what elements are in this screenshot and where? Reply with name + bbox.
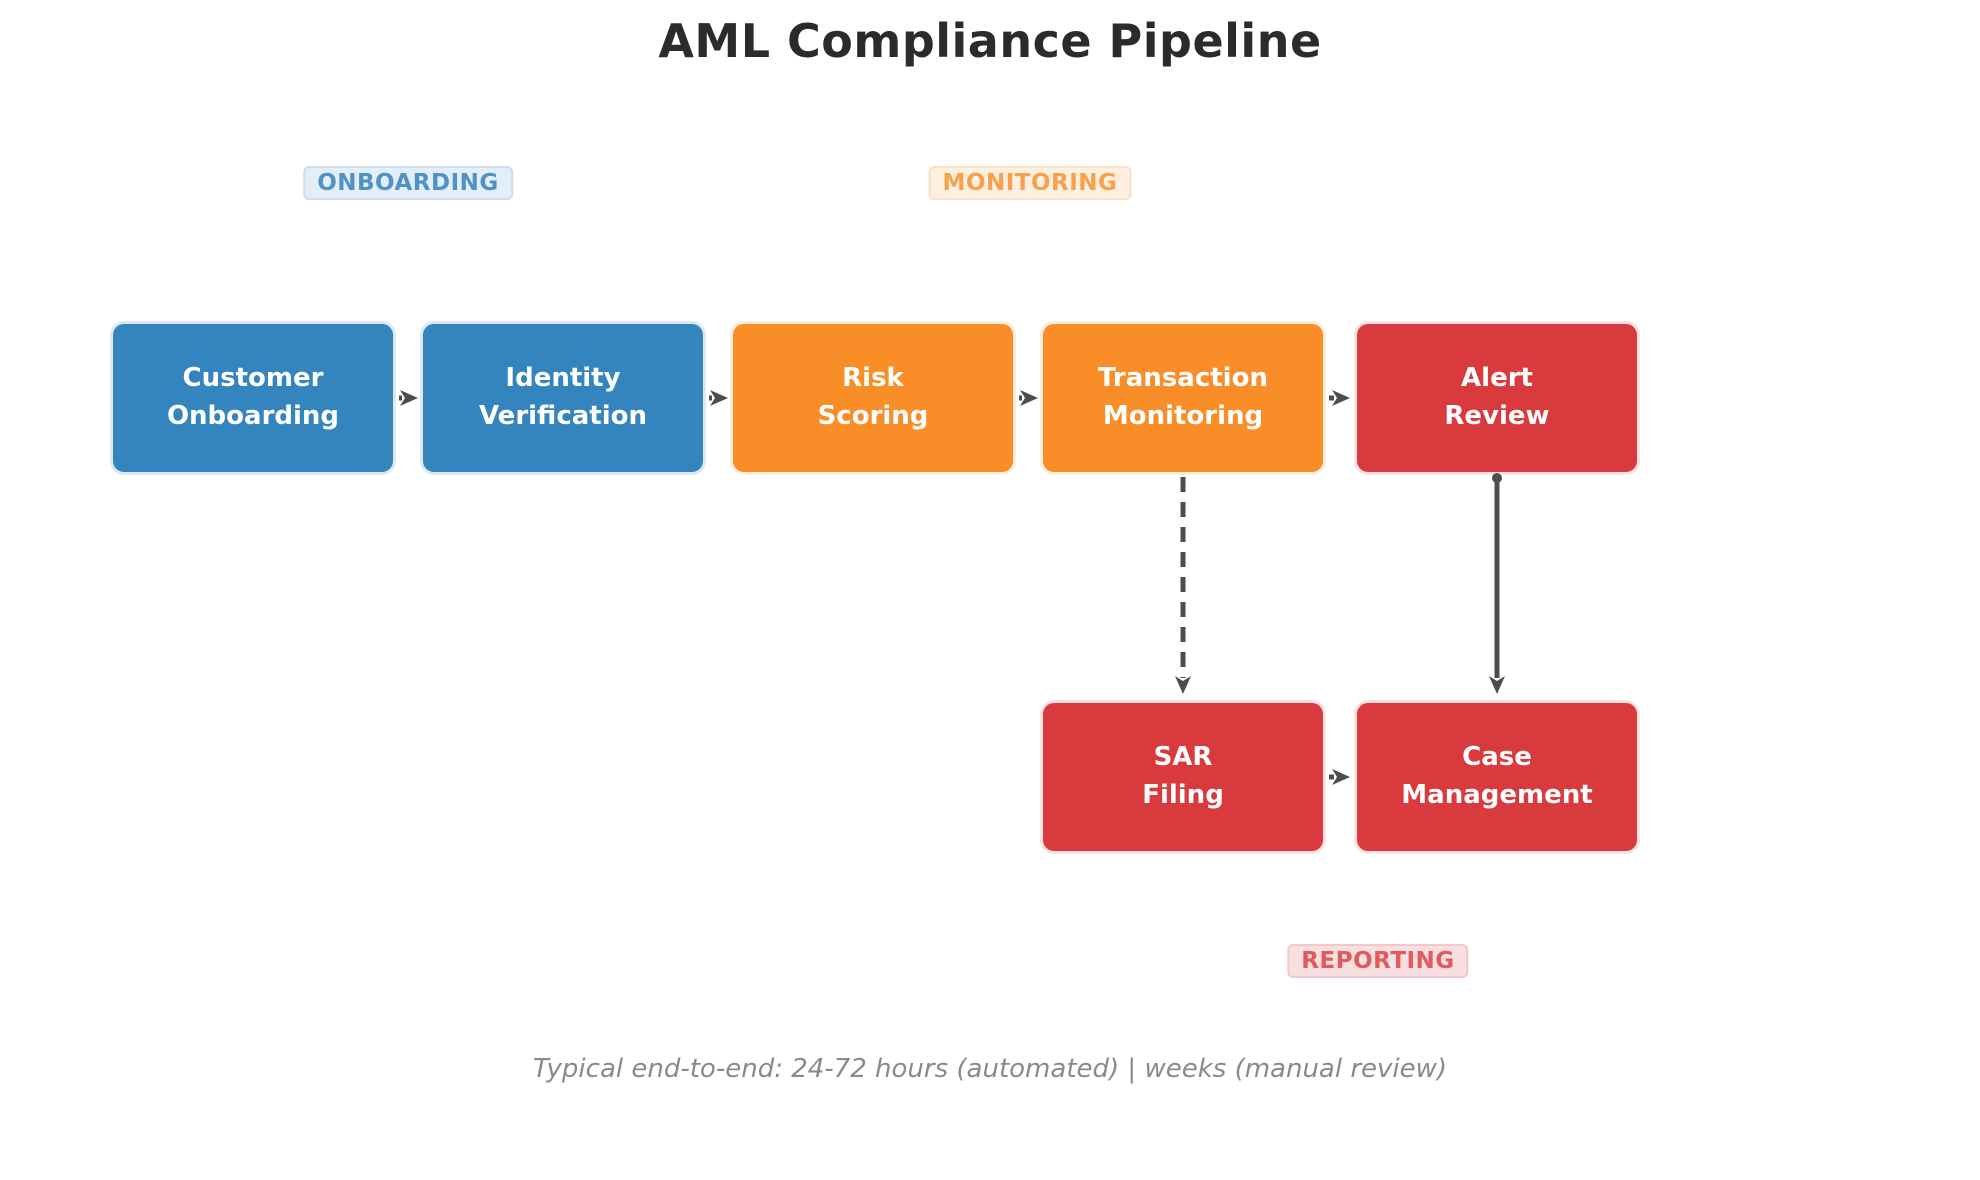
node-transaction-monitoring: Transaction Monitoring: [1040, 321, 1326, 475]
node-alert-review: Alert Review: [1354, 321, 1640, 475]
node-sar-filing: SAR Filing: [1040, 700, 1326, 854]
node-case-management: Case Management: [1354, 700, 1640, 854]
node-customer-onboarding: Customer Onboarding: [110, 321, 396, 475]
stage-badge-monitoring: MONITORING: [928, 166, 1132, 200]
caption-text: Typical end-to-end: 24-72 hours (automat…: [532, 1054, 1448, 1084]
node-risk-scoring: Risk Scoring: [730, 321, 1016, 475]
page-title: AML Compliance Pipeline: [658, 14, 1322, 68]
stage-badge-reporting: REPORTING: [1287, 944, 1469, 978]
stage-badge-onboarding: ONBOARDING: [303, 166, 513, 200]
node-identity-verification: Identity Verification: [420, 321, 706, 475]
